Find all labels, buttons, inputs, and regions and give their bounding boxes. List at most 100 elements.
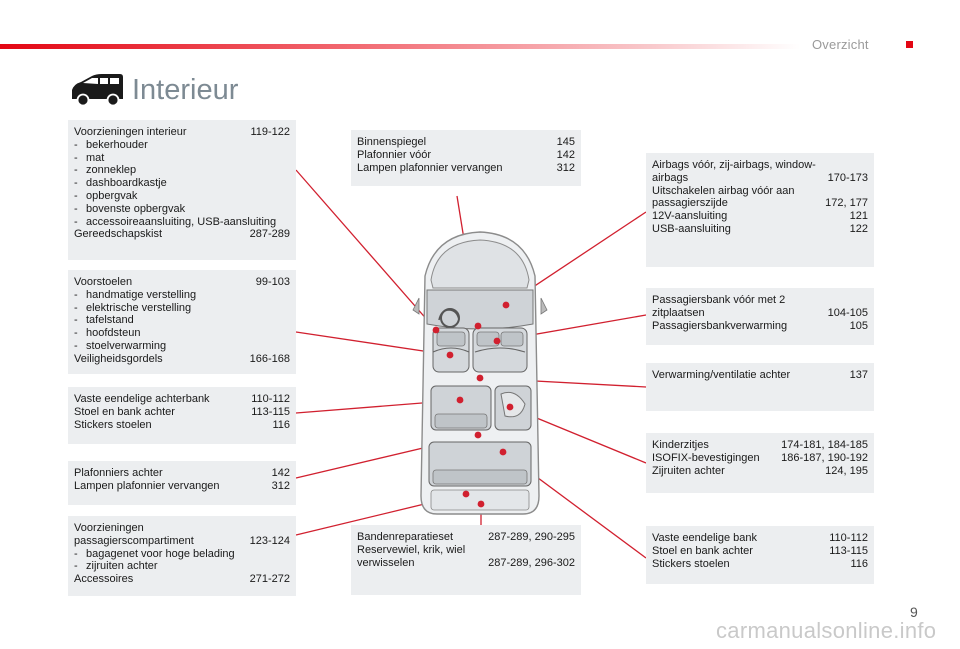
- entry-label: -hoofdsteun: [74, 327, 141, 340]
- entry-pages: 145: [556, 136, 575, 148]
- entry-label: Airbags vóór, zij-airbags, window-airbag…: [652, 159, 816, 184]
- entry-label: Stoel en bank achter: [74, 405, 175, 418]
- entry-pages: 137: [849, 369, 868, 381]
- entry-label: -tafelstand: [74, 314, 134, 327]
- box-entry: Zijruiten achter 124, 195: [652, 465, 868, 478]
- entry-pages: 312: [556, 161, 575, 174]
- box-entry: Uitschakelen airbag vóór aan passagiersz…: [652, 185, 868, 211]
- box-entry: Airbags vóór, zij-airbags, window-airbag…: [652, 159, 868, 185]
- entry-label: Voorzieningen passagierscompartiment: [74, 522, 194, 547]
- entry-label: Plafonnier vóór: [357, 148, 431, 161]
- entry-pages: 104-105: [827, 306, 868, 319]
- entry-label: USB-aansluiting: [652, 222, 731, 235]
- entry-label: Lampen plafonnier vervangen: [357, 161, 503, 174]
- box-entry: Binnenspiegel 145: [357, 136, 575, 149]
- box-entry: -bagagenet voor hoge belading: [74, 548, 290, 561]
- entry-label: Passagiersbankverwarming: [652, 319, 788, 332]
- box-entry: -bekerhouder: [74, 139, 290, 152]
- entry-label: Binnenspiegel: [357, 136, 427, 148]
- entry-pages: 113-115: [251, 405, 290, 418]
- box-entry: Plafonnier vóór 142: [357, 149, 575, 162]
- box-entry: -tafelstand: [74, 314, 290, 327]
- entry-pages: 121: [849, 210, 868, 223]
- entry-label: Vaste eendelige bank: [652, 532, 757, 544]
- box-entry: Verwarming/ventilatie achter 137: [652, 369, 868, 382]
- entry-label: -elektrische verstelling: [74, 301, 192, 314]
- box-entry: -hoofdsteun: [74, 327, 290, 340]
- box-entry: Stoel en bank achter 113-115: [74, 406, 290, 419]
- entry-pages: 170-173: [827, 171, 868, 184]
- box-entry: -accessoireaansluiting, USB-aansluiting: [74, 216, 290, 229]
- entry-pages: 124, 195: [825, 464, 868, 477]
- entry-pages: 287-289, 290-295: [488, 531, 575, 543]
- entry-label: Stickers stoelen: [652, 557, 730, 570]
- entry-label: Verwarming/ventilatie achter: [652, 369, 791, 381]
- box-entry: Voorzieningen passagierscompartiment 123-…: [74, 522, 290, 548]
- box-entry: -zonneklep: [74, 164, 290, 177]
- watermark: carmanualsonline.info: [716, 618, 937, 643]
- entry-label: Stickers stoelen: [74, 418, 152, 431]
- section-label: Overzicht: [812, 37, 869, 52]
- entry-pages: 142: [271, 467, 290, 479]
- entry-label: Kinderzitjes: [652, 439, 709, 451]
- box-entry: Stoel en bank achter 113-115: [652, 545, 868, 558]
- entry-pages: 110-112: [251, 393, 290, 405]
- entry-pages: 166-168: [249, 352, 290, 365]
- entry-label: -bagagenet voor hoge belading: [74, 547, 235, 560]
- entry-pages: 113-115: [829, 544, 868, 557]
- entry-label: Stoel en bank achter: [652, 544, 753, 557]
- entry-label: Zijruiten achter: [652, 464, 725, 477]
- box-entry: -mat: [74, 152, 290, 165]
- entry-pages: 186-187, 190-192: [781, 451, 868, 464]
- box-entry: Veiligheidsgordels 166-168: [74, 353, 290, 366]
- entry-label: Voorzieningen interieur: [74, 126, 187, 138]
- box-front-seats: Voorstoelen 99-103-handmatige verstelling…: [68, 270, 296, 374]
- entry-label: -dashboardkastje: [74, 177, 167, 190]
- entry-label: -zijruiten achter: [74, 560, 158, 573]
- box-airbags: Airbags vóór, zij-airbags, window-airbag…: [646, 153, 874, 267]
- entry-label: Bandenreparatieset: [357, 531, 454, 543]
- section-marker: [906, 41, 913, 48]
- entry-pages: 287-289: [249, 228, 290, 241]
- entry-pages: 142: [556, 148, 575, 161]
- box-entry: Voorstoelen 99-103: [74, 276, 290, 289]
- entry-pages: 99-103: [255, 276, 290, 288]
- entry-label: Reservewiel, krik, wiel verwisselen: [357, 543, 466, 569]
- entry-label: -opbergvak: [74, 189, 138, 202]
- vehicle-interior-diagram: [412, 231, 548, 515]
- entry-label: Plafonniers achter: [74, 467, 163, 479]
- box-entry: -dashboardkastje: [74, 177, 290, 190]
- entry-label: Veiligheidsgordels: [74, 352, 163, 365]
- box-passenger-compartment: Voorzieningen passagierscompartiment 123-…: [68, 516, 296, 596]
- van-interior-icon: [72, 74, 123, 107]
- entry-pages: 123-124: [249, 534, 290, 547]
- entry-pages: 271-272: [249, 573, 290, 586]
- entry-label: -bekerhouder: [74, 138, 148, 151]
- entry-label: Lampen plafonnier vervangen: [74, 479, 220, 492]
- page-title: Interieur: [132, 73, 239, 106]
- box-entry: -handmatige verstelling: [74, 289, 290, 302]
- entry-label: -stoelverwarming: [74, 339, 167, 352]
- box-entry: Bandenreparatieset 287-289, 290-295: [357, 531, 575, 544]
- entry-label: Passagiersbank vóór met 2 zitplaatsen: [652, 294, 786, 319]
- entry-label: Voorstoelen: [74, 276, 133, 288]
- entry-label: Vaste eendelige achterbank: [74, 393, 210, 405]
